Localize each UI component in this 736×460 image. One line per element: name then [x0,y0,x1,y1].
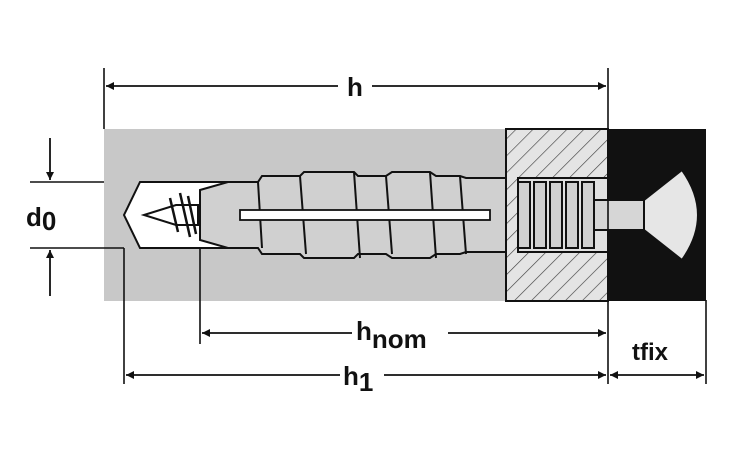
label-tfix: tfix [632,339,669,366]
collar-ribs [517,181,595,249]
label-h: h [347,72,363,102]
screw-thread [168,192,198,238]
plug-slot [239,209,491,221]
extension-lines [30,68,707,384]
label-hnom: hnom [356,316,427,354]
screw-head [643,168,699,262]
label-h1: h1 [343,361,373,397]
label-d0: d0 [26,202,56,236]
screw-shank [593,199,645,231]
